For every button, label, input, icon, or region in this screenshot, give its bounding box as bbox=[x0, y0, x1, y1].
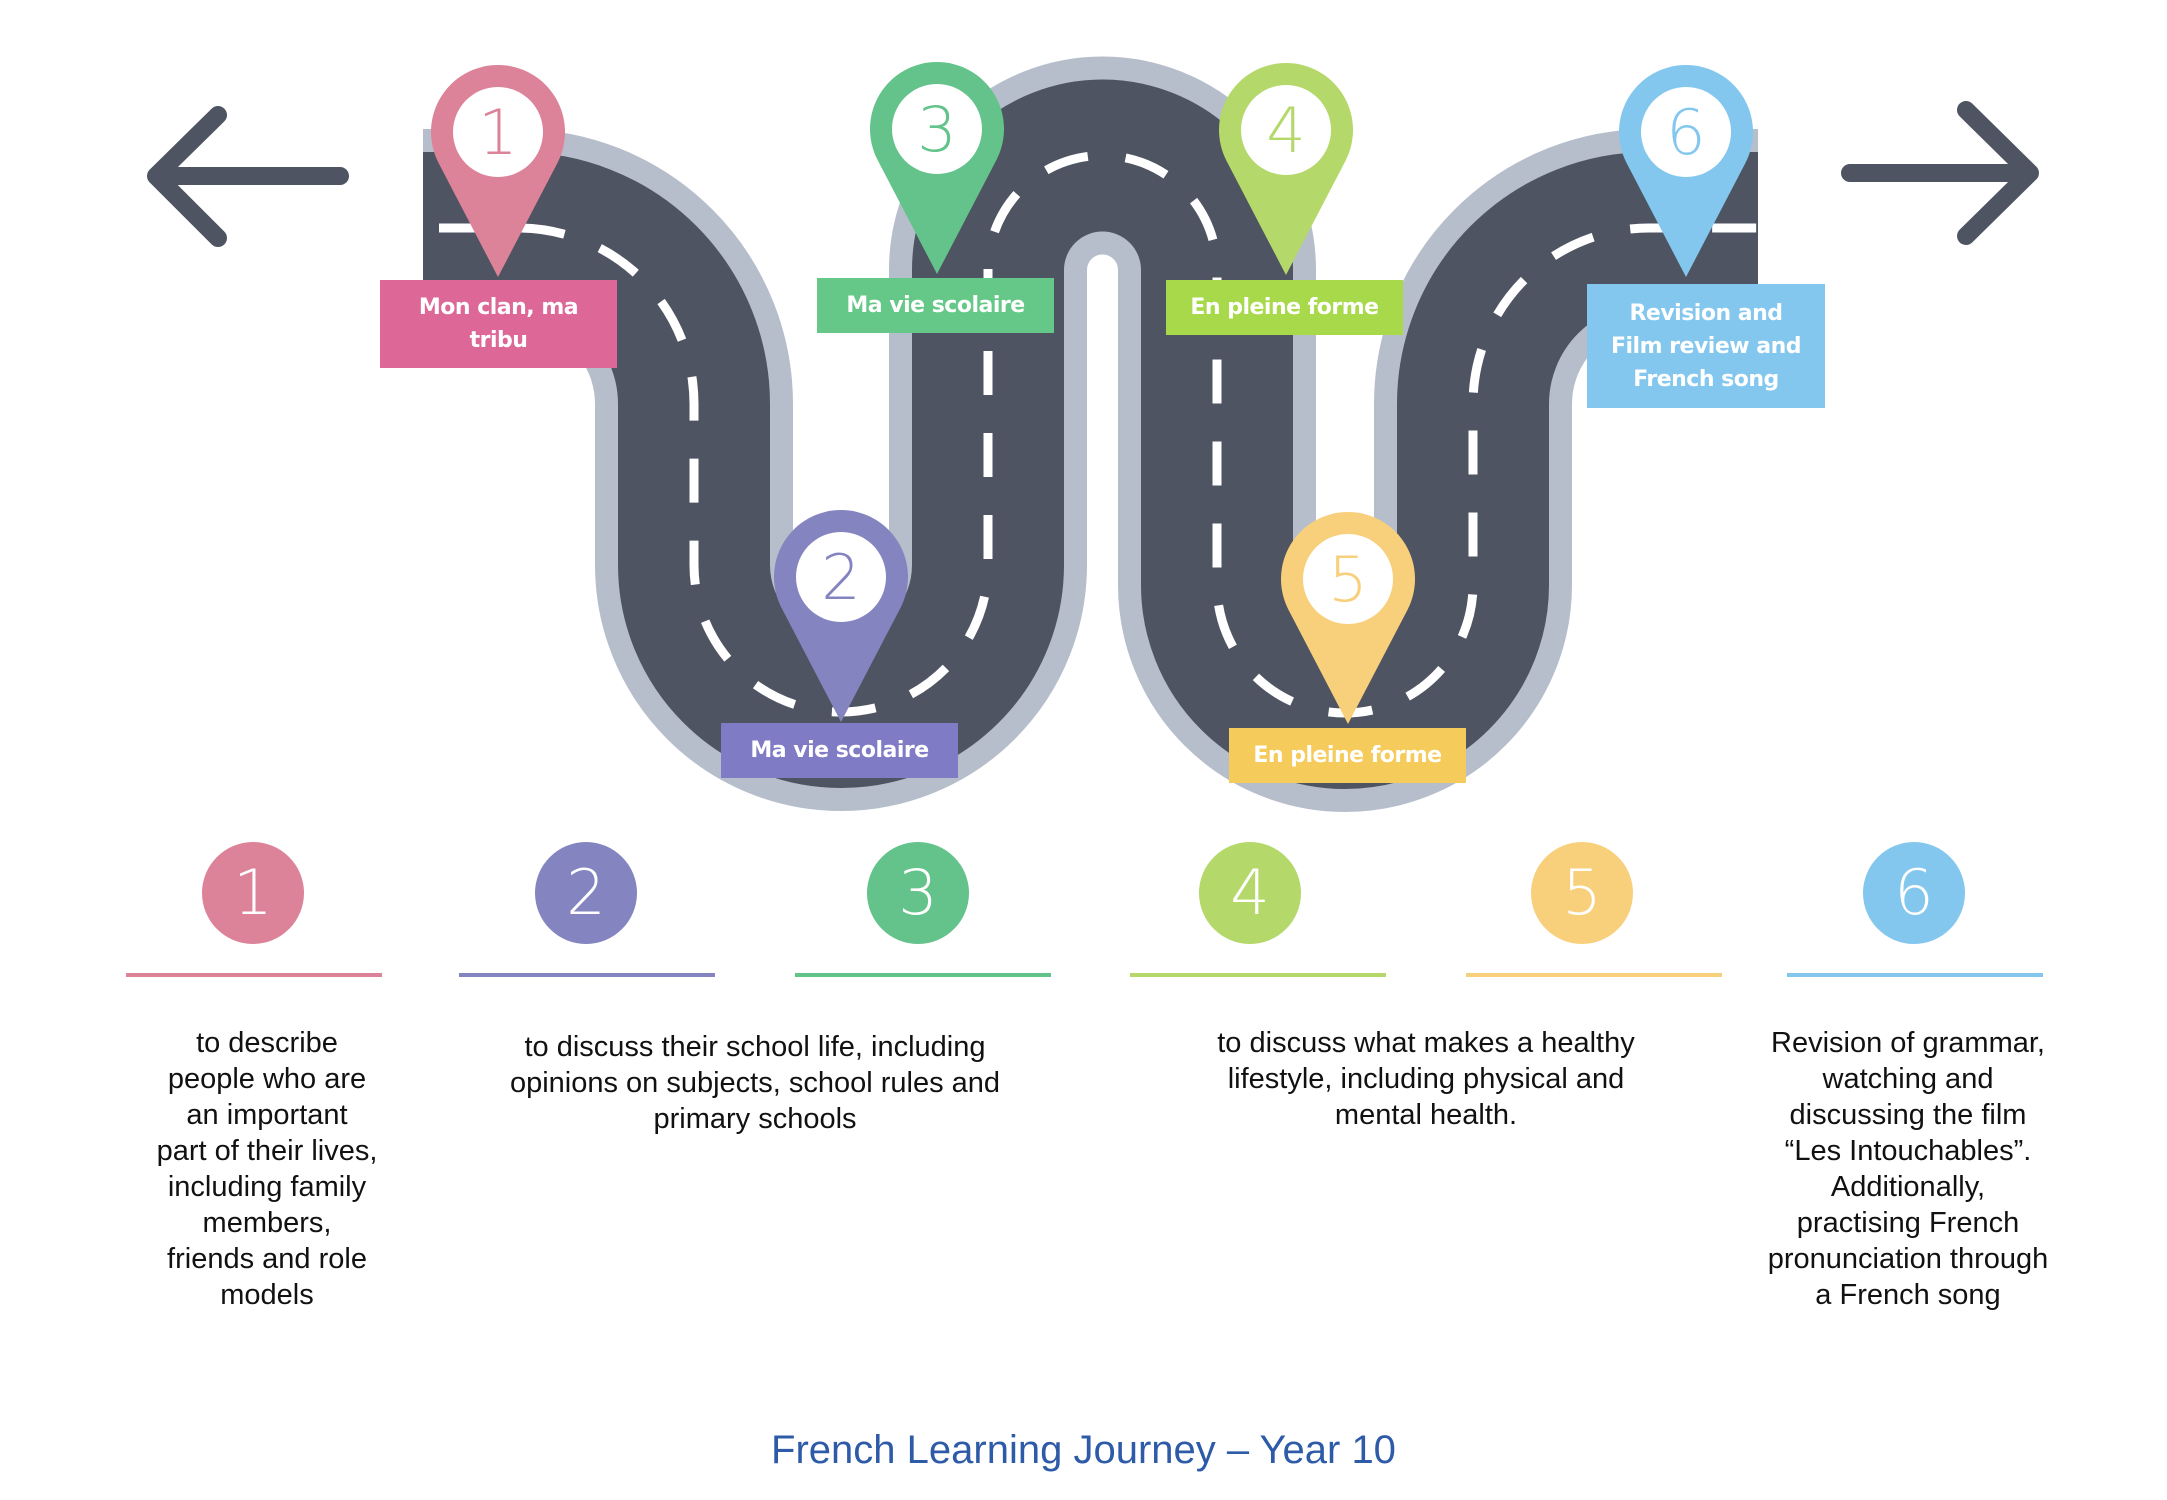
map-pin-number: 3 bbox=[917, 93, 956, 166]
map-pin-number: 1 bbox=[478, 96, 517, 169]
step-divider-4 bbox=[1130, 973, 1386, 977]
milestone-label-1: Mon clan, ma tribu bbox=[380, 280, 617, 368]
step-badge-2: 2 bbox=[535, 842, 637, 944]
map-pin-number: 2 bbox=[821, 541, 860, 614]
milestone-label-3: Ma vie scolaire bbox=[817, 278, 1054, 333]
map-pin-4: 4 bbox=[1219, 63, 1353, 275]
map-pin-1: 1 bbox=[430, 64, 565, 277]
page-title: French Learning Journey – Year 10 bbox=[771, 1428, 1396, 1472]
milestone-label-5: En pleine forme bbox=[1229, 728, 1466, 783]
map-pin-number: 6 bbox=[1666, 96, 1705, 169]
step-badge-1: 1 bbox=[202, 842, 304, 944]
step-badge-4: 4 bbox=[1199, 842, 1301, 944]
map-pin-3: 3 bbox=[870, 61, 1005, 274]
map-pins: 1 2 3 4 5 6 bbox=[430, 61, 1754, 724]
map-pin-center bbox=[453, 87, 543, 177]
step-divider-3 bbox=[795, 973, 1051, 977]
map-pin-center bbox=[892, 84, 982, 174]
map-pin-center bbox=[1641, 87, 1731, 177]
map-pin-number: 4 bbox=[1266, 94, 1305, 167]
map-pin-center bbox=[1241, 85, 1331, 175]
map-pin-center bbox=[796, 532, 886, 622]
milestone-label-6: Revision and Film review and French song bbox=[1587, 284, 1825, 408]
road-center-dashes bbox=[423, 151, 1758, 718]
milestone-label-2: Ma vie scolaire bbox=[721, 723, 958, 778]
step-badge-5: 5 bbox=[1531, 842, 1633, 944]
map-pin-5: 5 bbox=[1281, 512, 1415, 724]
milestone-label-4: En pleine forme bbox=[1166, 280, 1403, 335]
description-steps-4-5: to discuss what makes a healthy lifestyl… bbox=[1217, 1027, 1635, 1131]
description-step-6: Revision of grammar, watching and discus… bbox=[1767, 1027, 2049, 1311]
step-badge-6: 6 bbox=[1863, 842, 1965, 944]
step-divider-1 bbox=[126, 973, 382, 977]
road bbox=[419, 56, 1758, 812]
step-divider-5 bbox=[1466, 973, 1722, 977]
step-divider-2 bbox=[459, 973, 715, 977]
arrow-left-icon[interactable] bbox=[147, 106, 349, 247]
step-badge-3: 3 bbox=[867, 842, 969, 944]
map-pin-center bbox=[1303, 534, 1393, 624]
description-steps-2-3: to discuss their school life, including … bbox=[509, 1031, 1001, 1135]
map-pin-number: 5 bbox=[1328, 543, 1367, 616]
description-step-1: to describe people who are an important … bbox=[156, 1027, 378, 1311]
map-pin-6: 6 bbox=[1618, 65, 1754, 277]
step-divider-6 bbox=[1787, 973, 2043, 977]
arrow-right-icon[interactable] bbox=[1841, 101, 2039, 245]
map-pin-2: 2 bbox=[774, 509, 908, 722]
